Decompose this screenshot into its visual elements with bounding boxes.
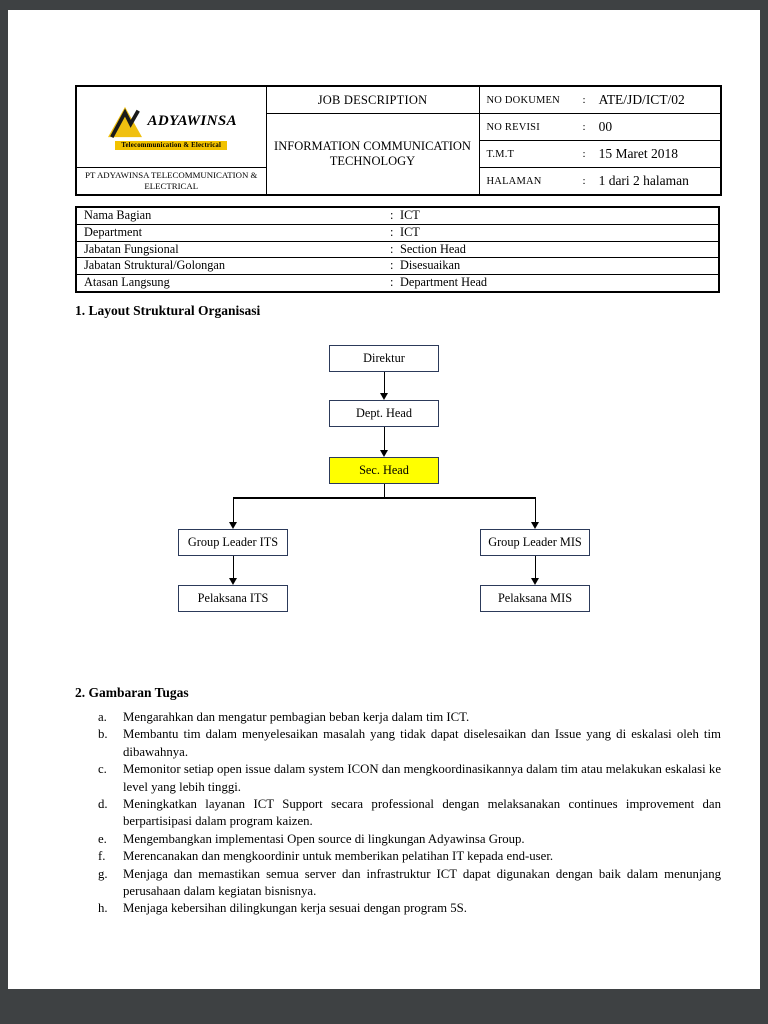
meta-label: NO DOKUMEN [486,94,560,106]
list-item: f. Merencanakan dan mengkoordinir untuk … [98,848,721,865]
task-letter: h. [98,901,108,916]
info-value: Department Head [400,275,488,290]
task-letter: b. [98,727,108,742]
brand-name: ADYAWINSA [147,113,237,129]
table-row: Department : ICT [77,225,718,242]
meta-value: ATE/JD/ICT/02 [598,92,685,107]
doc-subtitle: INFORMATION COMMUNICATION TECHNOLOGY [265,113,480,196]
task-text: Membantu tim dalam menyelesaikan masalah… [123,727,721,759]
task-text: Merencanakan dan mengkoordinir untuk mem… [123,849,554,864]
document-header-table: ADYAWINSA Telecommunication & Electrical… [75,85,722,196]
arrow-down-icon [228,522,237,529]
task-letter: f. [98,849,106,864]
meta-label: HALAMAN [486,175,542,187]
task-text: Menjaga dan memastikan semua server dan … [123,866,721,899]
company-logo: ADYAWINSA Telecommunication & Electrical [77,105,266,150]
task-letter: c. [98,762,107,777]
meta-colon: : [582,121,586,133]
info-colon: : [390,224,394,239]
meta-value: 15 Maret 2018 [598,146,679,161]
task-text: Mengembangkan implementasi Open source d… [123,831,525,846]
arrow-down-icon [530,522,539,529]
task-text: Meningkatkan layanan ICT Support secara … [123,797,721,829]
meta-cell-halaman: HALAMAN : 1 dari 2 halaman [478,167,722,196]
info-label: Jabatan Fungsional [84,241,179,256]
list-item: g. Menjaga dan memastikan semua server d… [98,866,721,901]
meta-colon: : [582,175,586,187]
brand-tagline: Telecommunication & Electrical [115,140,228,150]
arrow-down-icon [379,393,388,400]
table-row: Jabatan Fungsional : Section Head [77,242,718,259]
meta-label: T.M.T [486,148,515,160]
connector-line [383,427,385,450]
task-letter: d. [98,797,108,812]
org-node-group-leader-mis: Group Leader MIS [480,529,590,556]
list-item: d. Meningkatkan layanan ICT Support seca… [98,796,721,831]
task-text: Menjaga kebersihan dilingkungan kerja se… [123,901,467,916]
doc-title: JOB DESCRIPTION [265,85,480,114]
table-row: Nama Bagian : ICT [77,208,718,225]
org-node-pelaksana-mis: Pelaksana MIS [480,585,590,612]
meta-label: NO REVISI [486,121,540,133]
org-node-group-leader-its: Group Leader ITS [178,529,288,556]
meta-row: NO DOKUMEN : ATE/JD/ICT/02 [480,87,721,113]
task-letter: g. [98,866,108,881]
table-row: Atasan Langsung : Department Head [77,275,718,291]
meta-cell-tmt: T.M.T : 15 Maret 2018 [478,140,722,168]
info-colon: : [390,208,394,222]
task-text: Memonitor setiap open issue dalam system… [123,762,721,794]
task-letter: e. [98,831,107,846]
adyawinsa-logo-icon [107,106,142,138]
task-text: Mengarahkan dan mengatur pembagian beban… [123,710,470,724]
meta-colon: : [582,148,586,160]
arrow-down-icon [228,578,237,585]
info-value: Section Head [400,241,466,256]
org-node-pelaksana-its: Pelaksana ITS [178,585,288,612]
org-node-dept-head: Dept. Head [329,400,439,427]
info-label: Atasan Langsung [84,275,170,290]
table-row: Jabatan Struktural/Golongan : Disesuaika… [77,258,718,276]
list-item: b. Membantu tim dalam menyelesaikan masa… [98,726,721,761]
meta-cell-no-revisi: NO REVISI : 00 [478,113,722,141]
position-info-table: Nama Bagian : ICT Department : ICT Jabat… [75,206,720,293]
meta-cell-no-dokumen: NO DOKUMEN : ATE/JD/ICT/02 [478,85,722,114]
connector-line [534,556,536,578]
meta-row: T.M.T : 15 Maret 2018 [480,141,721,167]
section-heading-tasks: 2. Gambaran Tugas [75,685,189,700]
connector-line [233,497,535,499]
list-item: c. Memonitor setiap open issue dalam sys… [98,761,721,796]
meta-row: HALAMAN : 1 dari 2 halaman [480,168,721,194]
connector-line [383,372,385,393]
info-label: Department [84,224,143,239]
logo-cell: ADYAWINSA Telecommunication & Electrical [75,85,267,168]
arrow-down-icon [379,450,388,457]
company-name: PT ADYAWINSA TELECOMMUNICATION & ELECTRI… [75,167,267,196]
connector-line [232,556,234,578]
task-list: a. Mengarahkan dan mengatur pembagian be… [98,709,721,918]
info-value: Disesuaikan [400,258,461,273]
org-node-sec-head-highlighted: Sec. Head [329,457,439,484]
connector-line [534,497,536,522]
info-colon: : [390,275,394,290]
info-label: Nama Bagian [84,208,152,222]
arrow-down-icon [530,578,539,585]
task-letter: a. [98,710,107,724]
list-item: a. Mengarahkan dan mengatur pembagian be… [98,709,721,726]
document-page: ADYAWINSA Telecommunication & Electrical… [8,10,760,989]
connector-line [383,484,385,498]
list-item: e. Mengembangkan implementasi Open sourc… [98,831,721,848]
section-heading-org-layout: 1. Layout Struktural Organisasi [75,303,261,318]
info-label: Jabatan Struktural/Golongan [84,258,226,273]
meta-colon: : [582,94,586,106]
connector-line [232,497,234,522]
info-value: ICT [400,208,420,222]
meta-value: 1 dari 2 halaman [598,173,689,188]
info-colon: : [390,241,394,256]
org-node-direktur: Direktur [329,345,439,372]
list-item: h. Menjaga kebersihan dilingkungan kerja… [98,900,721,917]
info-value: ICT [400,224,420,239]
meta-row: NO REVISI : 00 [480,114,721,140]
info-colon: : [390,258,394,273]
meta-value: 00 [598,119,613,134]
